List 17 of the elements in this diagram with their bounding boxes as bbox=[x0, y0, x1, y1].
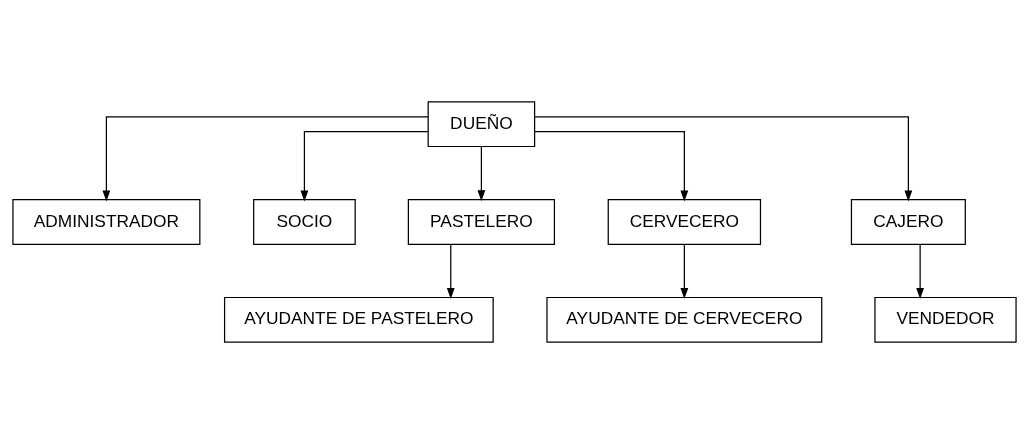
node-box: DUEÑO bbox=[427, 100, 536, 147]
arrow bbox=[300, 130, 429, 202]
arrow bbox=[102, 115, 429, 202]
arrow bbox=[534, 115, 913, 202]
node-box: PASTELERO bbox=[407, 198, 556, 245]
node-box: SOCIO bbox=[253, 198, 356, 245]
node-box: VENDEDOR bbox=[874, 296, 1017, 343]
arrow bbox=[534, 130, 689, 202]
node-box: AYUDANTE DE PASTELERO bbox=[223, 296, 494, 343]
arrow bbox=[680, 243, 689, 299]
node-box: CERVECERO bbox=[607, 198, 762, 245]
node-box: AYUDANTE DE CERVECERO bbox=[546, 296, 823, 343]
node-box: ADMINISTRADOR bbox=[12, 198, 201, 245]
node-box: CAJERO bbox=[850, 198, 966, 245]
arrow bbox=[477, 145, 486, 201]
arrow bbox=[446, 243, 455, 299]
arrow bbox=[916, 243, 925, 299]
